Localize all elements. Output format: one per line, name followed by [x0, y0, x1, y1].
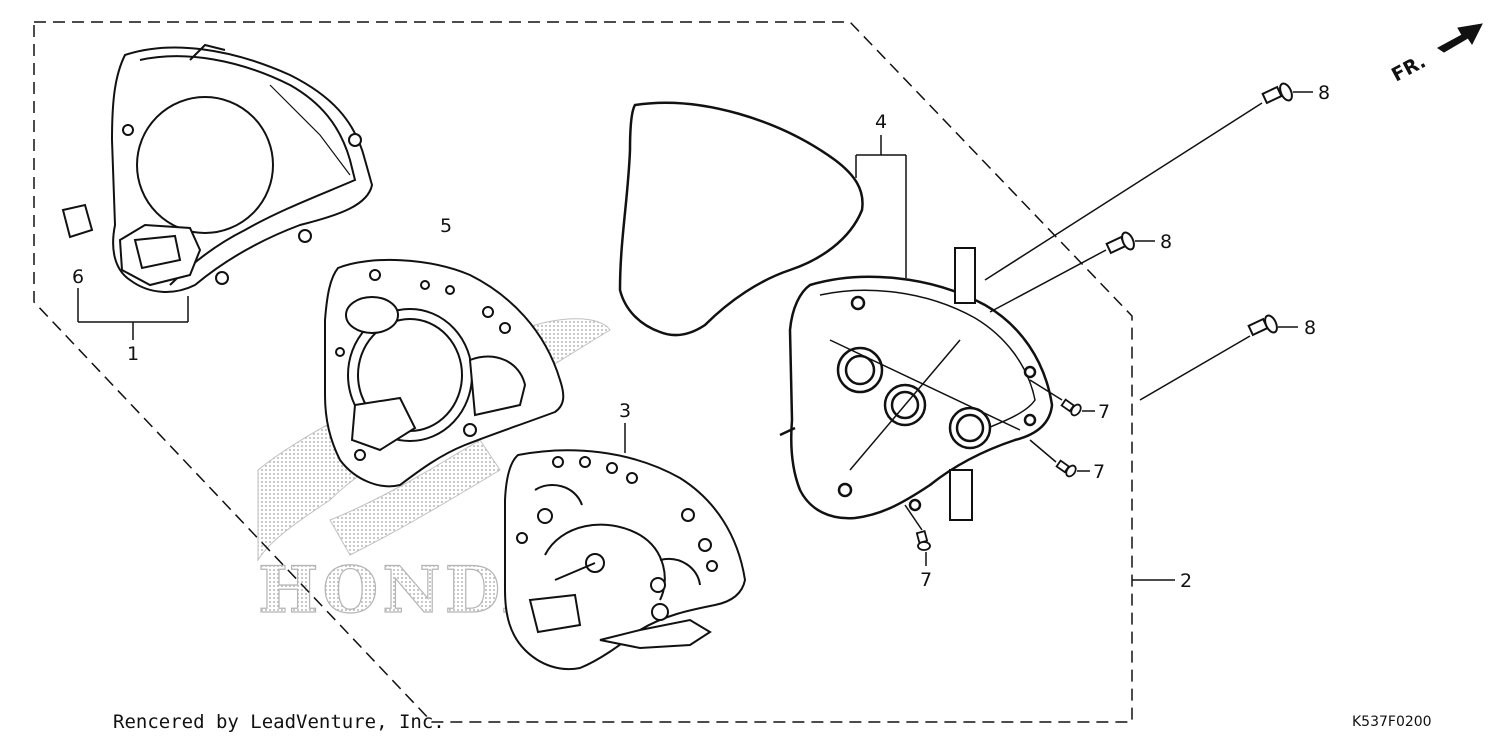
part-1-meter-cover: [110, 43, 374, 293]
part-5-meter-panel: [324, 258, 565, 488]
front-direction-label: FR.: [1388, 50, 1429, 86]
callout-8-middle: 8: [1160, 231, 1172, 253]
callout-8-bottom: 8: [1304, 317, 1316, 339]
screw-8-middle: [1105, 231, 1135, 255]
callout-5: 5: [440, 215, 452, 237]
callout-leader-4: [855, 135, 907, 278]
callout-7-upper: 7: [1098, 401, 1110, 423]
callout-7-middle: 7: [1093, 461, 1105, 483]
callout-3: 3: [619, 400, 631, 422]
part-2-meter-case: [779, 247, 1054, 521]
screw-8-leaders: [984, 91, 1313, 401]
diagram-code: K537F0200: [1352, 714, 1432, 730]
callout-1: 1: [127, 343, 139, 365]
callout-4: 4: [875, 111, 887, 133]
screw-7-leaders: [904, 379, 1095, 566]
callout-8-top: 8: [1318, 82, 1330, 104]
callout-7-lower: 7: [920, 569, 932, 591]
callout-2: 2: [1180, 570, 1192, 592]
part-3-dial-face: [504, 449, 747, 670]
screw-7-group: [915, 398, 1082, 551]
assembly-boundary: [33, 21, 1133, 723]
screw-8-top: [1261, 82, 1293, 105]
part-4-lens: [618, 101, 864, 337]
front-arrow-icon: [1437, 23, 1483, 53]
front-direction-indicator: FR.: [1388, 23, 1483, 86]
callout-leaders-left: [77, 288, 189, 340]
screw-8-bottom: [1247, 314, 1278, 337]
callout-6: 6: [72, 266, 84, 288]
render-credit: Rencered by LeadVenture, Inc.: [113, 711, 445, 733]
part-6-pad: [61, 203, 94, 239]
